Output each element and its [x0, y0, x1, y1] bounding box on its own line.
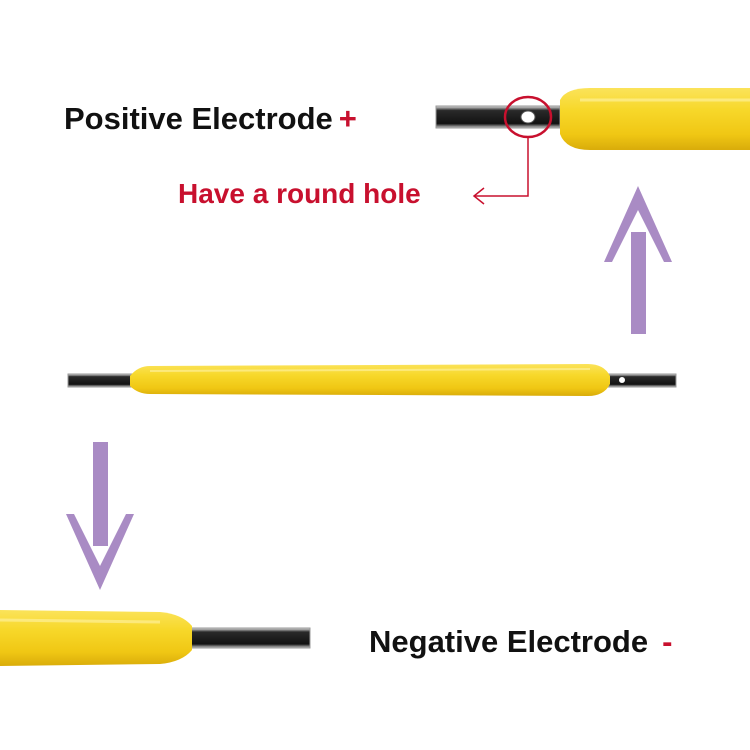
filament-yellow-body: [130, 364, 610, 396]
negative-electrode-label: Negative Electrode-: [369, 626, 672, 657]
up-arrow-icon: [604, 186, 672, 334]
negative-end-closeup: [0, 610, 311, 666]
round-hole-callout: Have a round hole: [178, 178, 421, 209]
filament-right-tab: [603, 373, 677, 388]
positive-electrode-label: Positive Electrode+: [64, 103, 357, 134]
filament-right-hole: [619, 377, 625, 383]
positive-metal-tab: [435, 105, 561, 129]
positive-yellow-body: [560, 88, 750, 150]
filament-left-tab: [67, 373, 139, 388]
callout-pointer-icon: [474, 137, 529, 197]
negative-sign: -: [662, 624, 673, 659]
negative-yellow-body: [0, 610, 192, 666]
callout-arrowhead: [472, 187, 485, 205]
positive-electrode-text: Positive Electrode: [64, 101, 333, 136]
negative-metal-tab: [187, 627, 311, 649]
positive-end-closeup: [435, 88, 750, 150]
negative-electrode-text: Negative Electrode: [369, 624, 649, 659]
round-hole: [520, 110, 536, 124]
positive-sign: +: [338, 101, 357, 136]
down-arrow-icon: [66, 442, 134, 590]
full-filament: [67, 364, 677, 396]
